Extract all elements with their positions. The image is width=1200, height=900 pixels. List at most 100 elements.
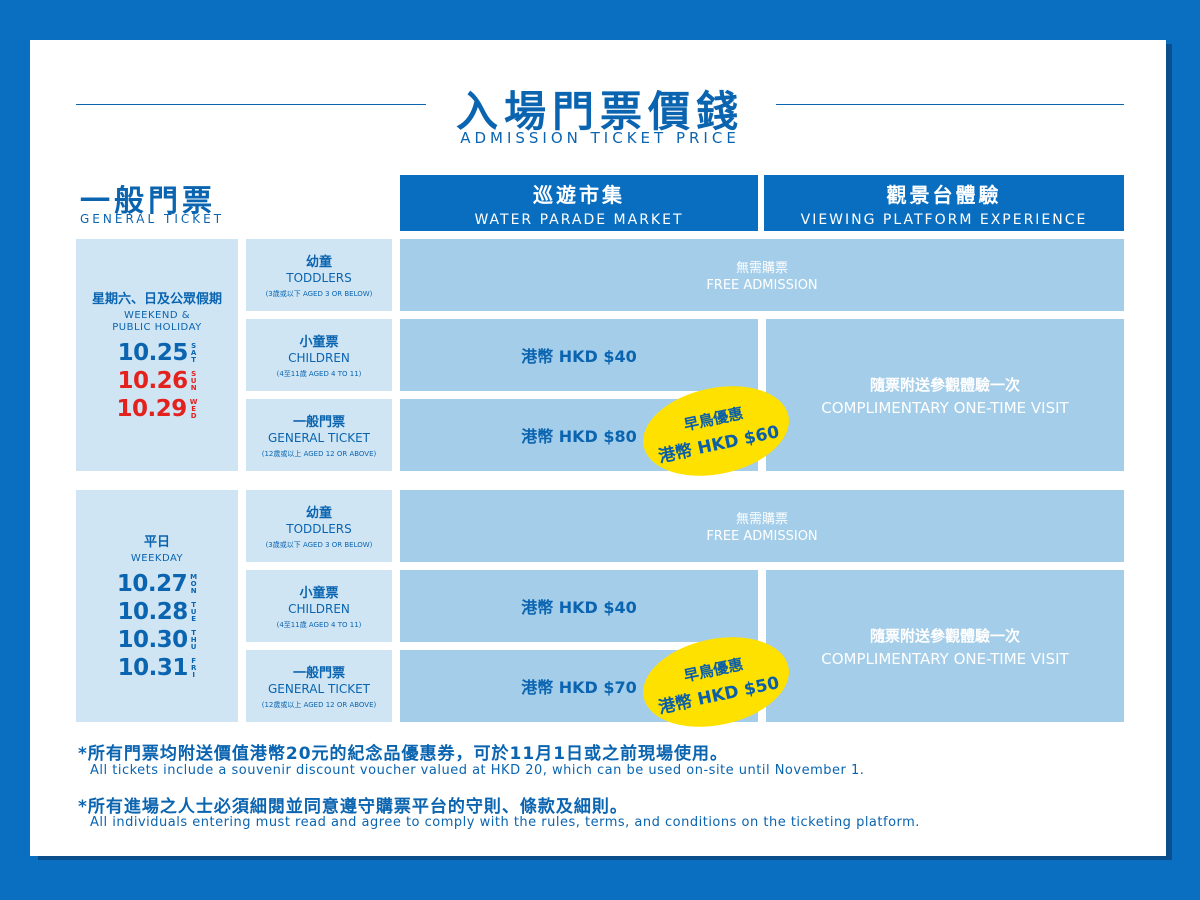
weekday-label: S U N: [190, 369, 197, 392]
weekday-letter: U: [190, 376, 197, 385]
date-value: 10.26: [117, 368, 188, 394]
free-admission-zh: 無需購票: [735, 261, 788, 276]
ticket-type-zh: 小童票: [299, 335, 339, 350]
complimentary-zh: 隨票附送參觀體驗一次: [869, 626, 1020, 645]
ticket-type-general: 一般門票 GENERAL TICKET (12歲或以上 AGED 12 OR A…: [246, 650, 392, 722]
weekday-letter: O: [190, 579, 197, 588]
weekday-letter: T: [191, 600, 197, 609]
date-row: 10.27 M O N: [117, 571, 197, 597]
price-value: 港幣 HKD $40: [521, 598, 637, 617]
weekday-letter: T: [191, 628, 197, 637]
general-ticket-title: 一般門票: [80, 184, 216, 219]
weekday-letter: E: [191, 614, 197, 623]
ticket-type-en: CHILDREN: [288, 351, 350, 365]
weekday-letter: U: [190, 607, 197, 616]
ticket-type-en: TODDLERS: [286, 271, 352, 285]
note-terms-zh: *所有進場之人士必須細閱並同意遵守購票平台的守則、條款及細則。: [78, 797, 628, 817]
date-value: 10.31: [117, 655, 189, 681]
weekday-letter: A: [190, 348, 197, 357]
date-row: 10.25 S A T: [118, 340, 197, 366]
weekday-letter: R: [190, 663, 197, 672]
ticket-type-en: TODDLERS: [286, 522, 352, 536]
column-header-zh: 巡遊市集: [533, 182, 625, 207]
ticket-type-children: 小童票 CHILDREN (4至11歲 AGED 4 TO 11): [246, 570, 392, 642]
price-cell-children: 港幣 HKD $40: [400, 319, 758, 391]
ticket-type-toddlers: 幼童 TODDLERS (3歲或以下 AGED 3 OR BELOW): [246, 490, 392, 562]
day-label-en: WEEKEND &: [123, 310, 191, 321]
free-admission-cell: 無需購票 FREE ADMISSION: [400, 490, 1124, 562]
weekday-letter: I: [192, 670, 195, 679]
page-title: 入場門票價錢: [455, 87, 744, 136]
weekday-label: T H U: [190, 628, 197, 651]
column-header-zh: 觀景台體驗: [886, 182, 1002, 207]
ticket-type-zh: 幼童: [305, 506, 332, 521]
date-value: 10.27: [116, 571, 188, 597]
price-value: 港幣 HKD $80: [521, 427, 637, 446]
weekday-letter: D: [190, 411, 197, 420]
ticket-type-zh: 小童票: [299, 586, 339, 601]
weekday-letter: N: [190, 586, 197, 595]
day-label-zh: 星期六、日及公眾假期: [91, 292, 222, 307]
date-row: 10.28 T U E: [118, 599, 197, 625]
date-row: 10.26 S U N: [117, 368, 196, 394]
price-cell-children: 港幣 HKD $40: [400, 570, 758, 642]
ticket-type-note: (4至11歲 AGED 4 TO 11): [276, 621, 362, 629]
date-value: 10.29: [116, 396, 188, 422]
column-header-viewing-platform: 觀景台體驗 VIEWING PLATFORM EXPERIENCE: [764, 175, 1124, 231]
ticket-type-en: GENERAL TICKET: [267, 682, 371, 696]
weekday-label: S A T: [190, 341, 197, 364]
weekday-letter: H: [190, 635, 197, 644]
weekday-letter: W: [189, 397, 198, 406]
ticket-type-note: (3歲或以下 AGED 3 OR BELOW): [265, 290, 373, 298]
day-label-zh: 平日: [143, 535, 170, 550]
ticket-type-zh: 一般門票: [292, 415, 345, 430]
day-group-weekday: 平日 WEEKDAY 10.27 M O N 10.28 T U E 10.30…: [76, 490, 238, 722]
ticket-type-en: GENERAL TICKET: [267, 431, 371, 445]
weekday-letter: S: [191, 341, 197, 350]
general-ticket-subtitle: GENERAL TICKET: [80, 212, 225, 226]
weekday-letter: U: [190, 642, 197, 651]
weekday-letter: N: [190, 383, 197, 392]
weekday-letter: M: [190, 572, 198, 581]
complimentary-visit-cell: 隨票附送參觀體驗一次 COMPLIMENTARY ONE-TIME VISIT: [766, 319, 1124, 471]
ticket-type-en: CHILDREN: [288, 602, 350, 616]
page-subtitle: ADMISSION TICKET PRICE: [460, 129, 740, 147]
date-row: 10.29 W E D: [117, 396, 198, 422]
price-value: 港幣 HKD $40: [521, 347, 637, 366]
weekday-label: F R I: [190, 657, 197, 679]
column-header-en: WATER PARADE MARKET: [474, 211, 684, 228]
free-admission-cell: 無需購票 FREE ADMISSION: [400, 239, 1124, 311]
weekday-letter: S: [191, 369, 197, 378]
column-header-en: VIEWING PLATFORM EXPERIENCE: [800, 211, 1088, 228]
ticket-type-general: 一般門票 GENERAL TICKET (12歲或以上 AGED 12 OR A…: [246, 399, 392, 471]
header-rule-right: [776, 104, 1124, 105]
day-label-en: WEEKDAY: [130, 553, 184, 564]
note-terms-en: All individuals entering must read and a…: [90, 815, 920, 830]
ticket-type-note: (12歲或以上 AGED 12 OR ABOVE): [261, 701, 377, 709]
complimentary-en: COMPLIMENTARY ONE-TIME VISIT: [821, 649, 1069, 668]
date-value: 10.30: [117, 627, 188, 653]
ticket-type-zh: 幼童: [305, 255, 332, 270]
free-admission-zh: 無需購票: [735, 512, 788, 527]
weekday-label: W E D: [189, 397, 198, 420]
date-row: 10.30 T H U: [117, 627, 196, 653]
day-group-weekend: 星期六、日及公眾假期 WEEKEND & PUBLIC HOLIDAY 10.2…: [76, 239, 238, 471]
day-label-en: PUBLIC HOLIDAY: [112, 322, 202, 333]
weekday-label: T U E: [190, 600, 197, 623]
complimentary-en: COMPLIMENTARY ONE-TIME VISIT: [821, 398, 1069, 417]
price-value: 港幣 HKD $70: [521, 678, 637, 697]
ticket-type-toddlers: 幼童 TODDLERS (3歲或以下 AGED 3 OR BELOW): [246, 239, 392, 311]
note-voucher-zh: *所有門票均附送價值港幣20元的紀念品優惠券，可於11月1日或之前現場使用。: [78, 744, 729, 764]
weekday-label: M O N: [190, 572, 198, 595]
ticket-type-zh: 一般門票: [292, 666, 345, 681]
free-admission-en: FREE ADMISSION: [706, 278, 818, 293]
note-voucher-en: All tickets include a souvenir discount …: [90, 763, 865, 778]
ticket-type-note: (3歲或以下 AGED 3 OR BELOW): [265, 541, 373, 549]
weekday-letter: E: [191, 404, 197, 413]
date-value: 10.25: [117, 340, 189, 366]
ticket-type-children: 小童票 CHILDREN (4至11歲 AGED 4 TO 11): [246, 319, 392, 391]
complimentary-zh: 隨票附送參觀體驗一次: [869, 375, 1020, 394]
header-rule-left: [76, 104, 426, 105]
ticket-type-note: (12歲或以上 AGED 12 OR ABOVE): [261, 450, 377, 458]
ticket-type-note: (4至11歲 AGED 4 TO 11): [276, 370, 362, 378]
